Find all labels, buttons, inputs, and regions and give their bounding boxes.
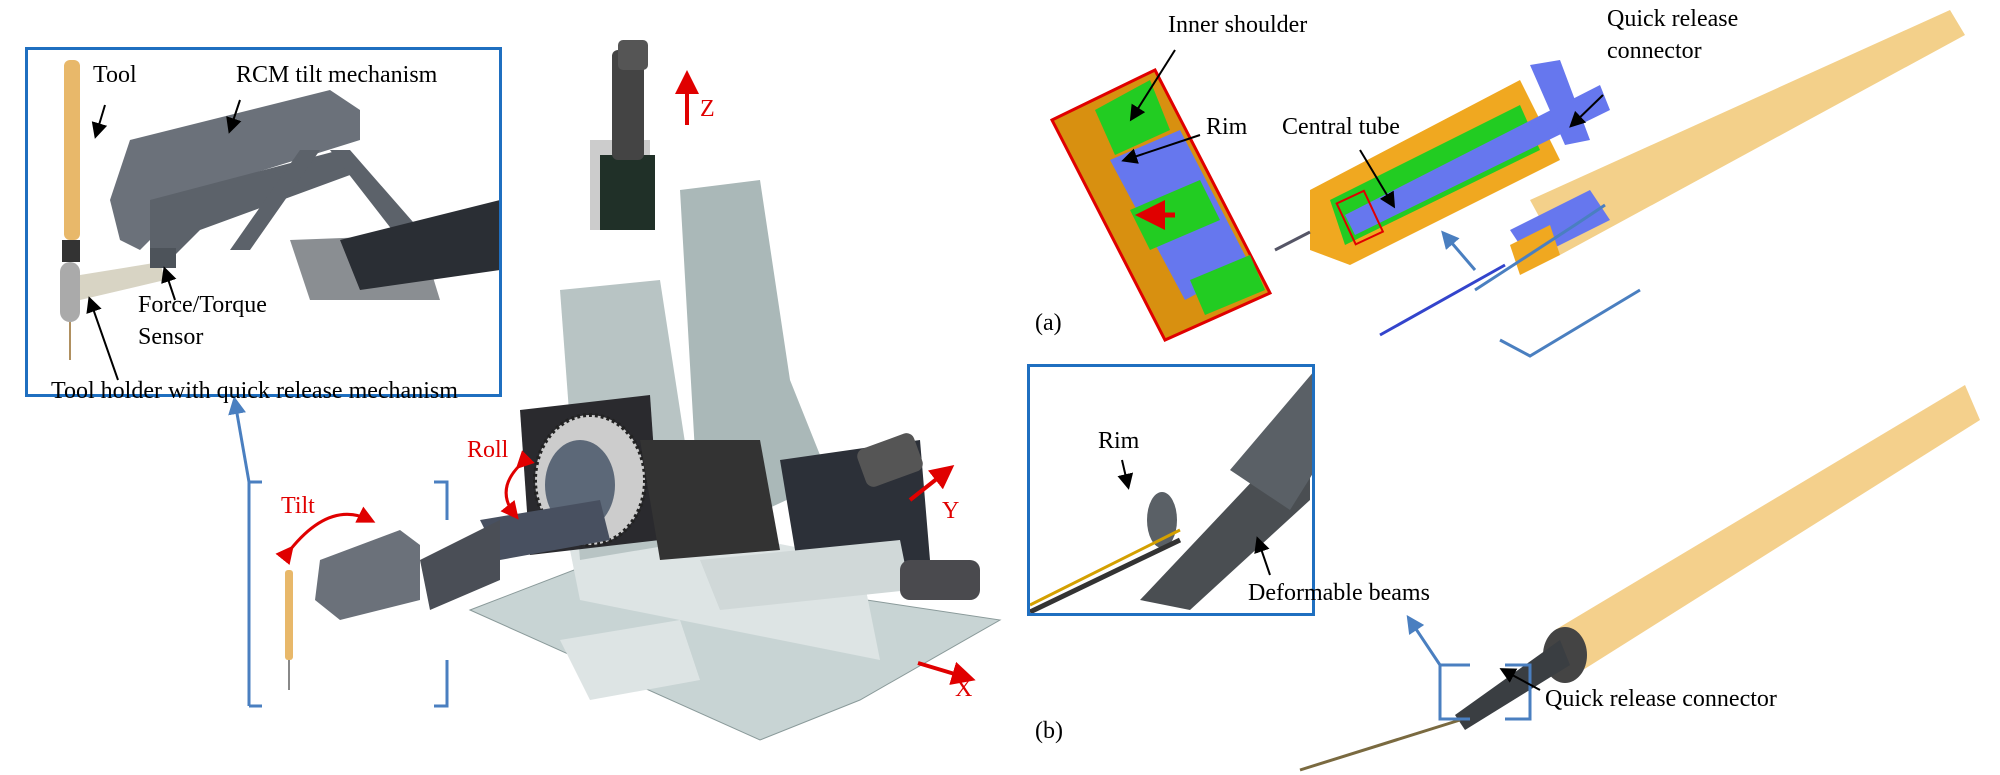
inset-rcm-drawing	[60, 60, 500, 360]
roll-arrow	[500, 450, 535, 520]
label-x-axis: X	[955, 676, 973, 702]
panel-a-drawing	[1049, 10, 1965, 358]
tilt-assembly-drawing	[285, 520, 500, 690]
tilt-bracket-right	[434, 480, 449, 708]
label-force-torque: Force/Torque	[138, 292, 267, 318]
label-central-tube: Central tube	[1282, 114, 1400, 140]
panel-b-drawing	[1028, 370, 1980, 772]
label-tool-holder: Tool holder with quick release mechanism	[51, 378, 458, 404]
tilt-bracket-left	[247, 480, 262, 708]
y-axis-arrow	[908, 465, 955, 502]
label-rcm-tilt-mechanism: RCM tilt mechanism	[236, 62, 438, 88]
label-tool: Tool	[93, 62, 137, 88]
panel-label-a: (a)	[1035, 310, 1062, 336]
tool-body	[64, 60, 80, 240]
label-z-axis: Z	[700, 96, 715, 122]
xyz-stage-drawing	[468, 40, 1002, 741]
label-tilt: Tilt	[281, 493, 315, 519]
callout-arrow-inset	[228, 396, 251, 483]
z-motor	[612, 50, 644, 160]
label-sensor: Sensor	[138, 324, 204, 350]
label-roll: Roll	[467, 437, 509, 463]
label-inner-shoulder: Inner shoulder	[1168, 12, 1308, 38]
panel-label-b: (b)	[1035, 718, 1063, 744]
label-quick-release-b: Quick release connector	[1545, 686, 1777, 712]
x-axis-arrow	[917, 661, 976, 685]
label-rim-a: Rim	[1206, 114, 1248, 140]
inset-box-rcm	[25, 47, 502, 397]
tool-holder	[60, 262, 80, 322]
label-quick-release-a-line2: connector	[1607, 38, 1702, 64]
label-deformable-beams: Deformable beams	[1248, 580, 1430, 606]
label-y-axis: Y	[942, 498, 960, 524]
tool-tube-a	[1530, 10, 1965, 255]
label-quick-release-a-line1: Quick release	[1607, 6, 1739, 32]
inset-box-connector	[1027, 364, 1315, 616]
tilt-arrow	[275, 506, 376, 565]
label-rim-b: Rim	[1098, 428, 1140, 454]
tool-tube-b	[1555, 385, 1980, 675]
